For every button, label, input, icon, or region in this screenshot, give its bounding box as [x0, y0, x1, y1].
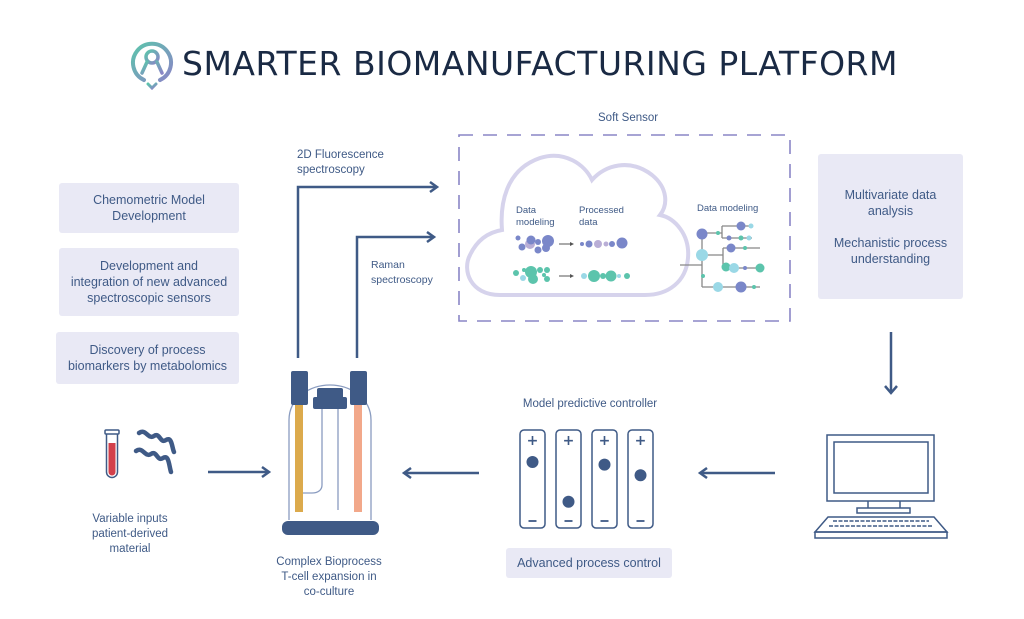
slider-2[interactable]: +: [555, 429, 582, 529]
bioreactor-icon: [282, 371, 379, 535]
slider-track: [591, 429, 618, 529]
label-line: patient-derived: [91, 528, 169, 540]
spectroscopic-sensors-box: Development and integration of new advan…: [59, 248, 239, 316]
box-text: Chemometric Model: [93, 193, 205, 207]
slider-3[interactable]: +: [591, 429, 618, 529]
label-line: modeling: [516, 217, 555, 228]
logo-icon: [131, 41, 173, 90]
label-line: co-culture: [303, 586, 355, 598]
controller-sliders: + + + +: [519, 429, 654, 529]
computer-icon: [813, 434, 949, 539]
data-modeling-tree: [680, 225, 762, 288]
tree-data-modeling-label: Data modeling: [697, 203, 759, 214]
cloud-data-modeling-label: Data modeling: [516, 205, 555, 229]
label-line: data: [579, 217, 598, 228]
plus-icon: +: [527, 433, 539, 449]
slider-knob: [598, 458, 611, 471]
label-line: spectroscopy: [297, 164, 365, 176]
cell-strands-icon: [133, 429, 177, 475]
label-line: 2D Fluorescence: [297, 149, 384, 161]
page-title: SMARTER BIOMANUFACTURING PLATFORM: [182, 44, 898, 83]
tree-nodes: [696, 221, 765, 293]
analysis-box: Multivariate data analysis Mechanistic p…: [818, 154, 963, 299]
box-text: Advanced process control: [517, 556, 661, 570]
box-text: Development: [112, 209, 186, 223]
box-text: Discovery of process: [89, 343, 206, 357]
box-text: biomarkers by metabolomics: [67, 359, 228, 373]
box-text: understanding: [850, 251, 931, 266]
box-text: Multivariate data: [844, 187, 937, 202]
computer-to-controller-arrow: [697, 466, 775, 480]
processed-data-dots-teal: [581, 270, 630, 282]
header: SMARTER BIOMANUFACTURING PLATFORM: [0, 0, 1024, 100]
bioprocess-label: Complex Bioprocess T-cell expansion in c…: [264, 555, 394, 600]
slider-track: [555, 429, 582, 529]
controller-title: Model predictive controller: [522, 398, 658, 410]
processed-data-label: Processed data: [579, 205, 624, 229]
slider-knob: [634, 469, 647, 482]
box-text: integration of new advanced: [70, 275, 228, 289]
soft-sensor-frame: [458, 134, 791, 322]
slider-track: [519, 429, 546, 529]
slider-4[interactable]: +: [627, 429, 654, 529]
label-line: Raman: [371, 259, 405, 271]
soft-sensor-title: Soft Sensor: [598, 112, 659, 124]
plus-icon: +: [563, 433, 575, 449]
input-arrow: [208, 465, 272, 479]
chemometric-model-box: Chemometric Model Development: [59, 183, 239, 233]
plus-icon: +: [599, 433, 611, 449]
cloud-icon: [465, 153, 691, 297]
raman-label: Raman spectroscopy: [371, 258, 433, 288]
plus-icon: +: [635, 433, 647, 449]
metabolomics-box: Discovery of process biomarkers by metab…: [56, 332, 239, 384]
controller-to-reactor-arrow: [401, 466, 479, 480]
raw-data-dots-purple: [515, 235, 554, 254]
box-text: analysis: [867, 203, 914, 218]
slider-track: [627, 429, 654, 529]
advanced-process-control-box: Advanced process control: [506, 548, 672, 578]
label-line: Processed: [579, 205, 624, 216]
slider-1[interactable]: +: [519, 429, 546, 529]
label-line: Variable inputs: [92, 513, 168, 525]
fluorescence-label: 2D Fluorescence spectroscopy: [297, 148, 384, 178]
slider-knob: [526, 455, 539, 468]
raw-data-dots-teal: [513, 266, 550, 284]
box-text: Development and: [100, 259, 198, 273]
label-line: material: [109, 543, 151, 555]
variable-inputs-label: Variable inputs patient-derived material: [70, 512, 190, 557]
fluorescence-arrow: [296, 180, 440, 358]
label-line: Complex Bioprocess: [276, 556, 382, 568]
label-line: spectroscopy: [371, 274, 433, 286]
test-tube-icon: [104, 429, 120, 479]
slider-knob: [562, 495, 575, 508]
down-arrow: [884, 332, 898, 395]
box-text: spectroscopic sensors: [87, 291, 211, 305]
processed-data-dots-purple: [580, 237, 628, 249]
raman-arrow: [355, 230, 437, 358]
label-line: T-cell expansion in: [281, 571, 377, 583]
box-text: Mechanistic process: [833, 235, 948, 250]
label-line: Data: [516, 205, 537, 216]
